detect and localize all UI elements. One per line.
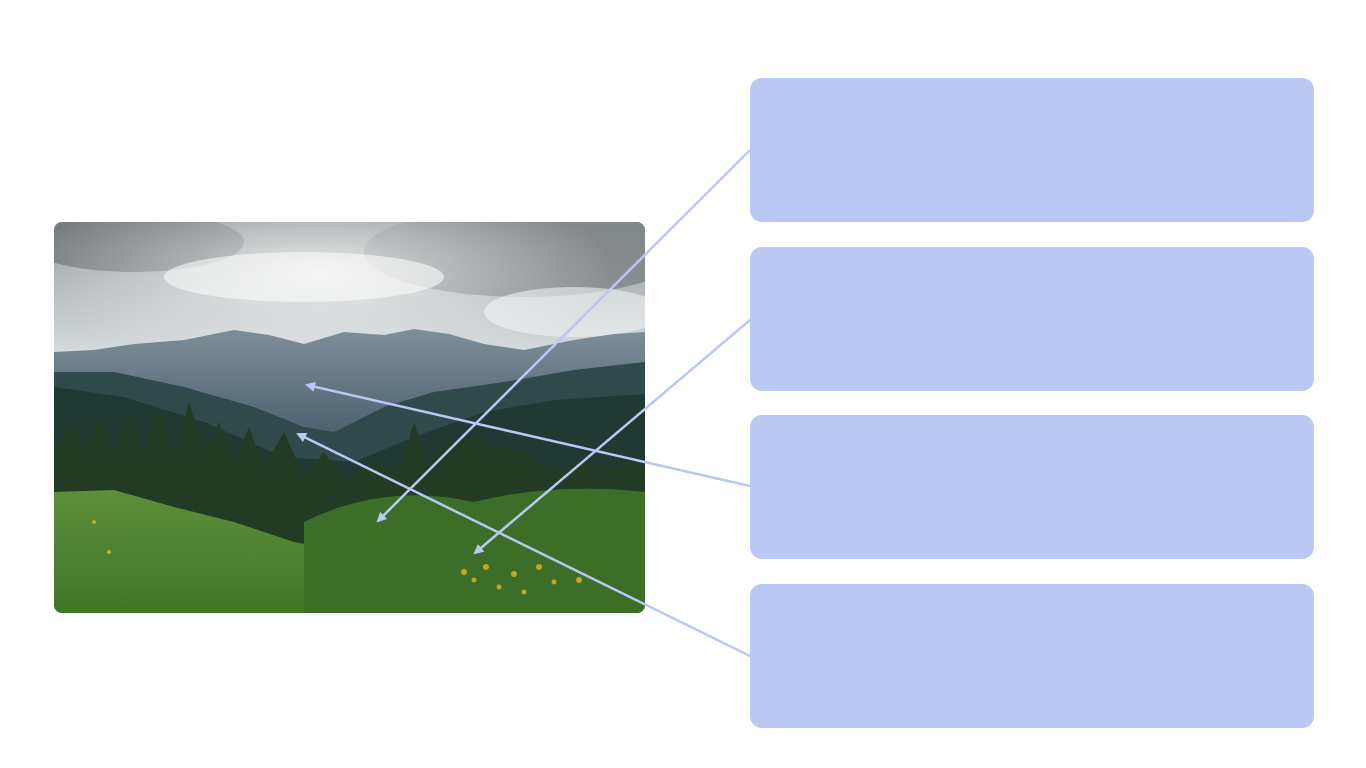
landscape-photo <box>54 222 645 613</box>
label-box-1[interactable] <box>750 78 1314 222</box>
label-box-2[interactable] <box>750 247 1314 391</box>
label-box-3[interactable] <box>750 415 1314 559</box>
label-box-4[interactable] <box>750 584 1314 728</box>
landscape-illustration <box>54 222 645 613</box>
